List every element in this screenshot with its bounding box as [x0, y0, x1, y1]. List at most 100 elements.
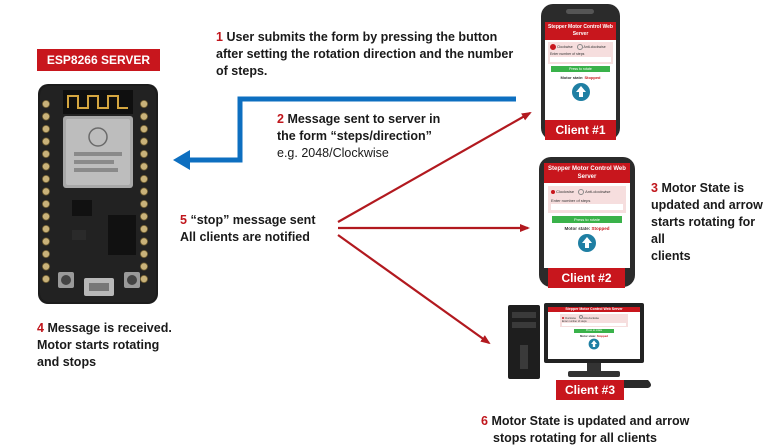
board-pin: [42, 112, 51, 121]
client-1-app-title: Stepper Motor Control Web Server: [545, 22, 616, 40]
step-1-number: 1: [216, 30, 223, 44]
step-1-line-3: of steps.: [216, 64, 268, 78]
step-3-line-3: starts rotating for all: [651, 215, 756, 246]
client-2-radio-cw[interactable]: [551, 190, 555, 194]
step-2-line-1: Message sent to server in: [287, 112, 441, 126]
client-2-radio-ccw[interactable]: [578, 189, 585, 195]
step-2-line-2: the form “steps/direction”: [277, 129, 432, 143]
step-6-line-2: stops rotating for all clients: [493, 431, 657, 445]
client-3-app-title: Stepper Motor Control Web Server: [548, 307, 640, 312]
client-2-arrow-icon: [578, 234, 596, 252]
board-pin: [139, 174, 148, 183]
board-pin: [42, 212, 51, 221]
step-3-number: 3: [651, 181, 658, 195]
board-pin: [139, 137, 148, 146]
client-1-steps-input[interactable]: [550, 57, 611, 62]
client-3-cw-label: Clockwise: [564, 317, 576, 320]
arrow-to-client-1: [337, 112, 532, 223]
board-pin: [42, 187, 51, 196]
client-1-radio-ccw[interactable]: [576, 44, 583, 50]
client-2-label: Client #2: [548, 268, 625, 288]
board-pin: [139, 212, 148, 221]
board-pin: [139, 224, 148, 233]
board-pin: [139, 199, 148, 208]
esp8266-board-image: [38, 84, 158, 304]
step-3-line-2: updated and arrow: [651, 198, 763, 212]
board-pin: [139, 187, 148, 196]
client-2-ccw-label: Anti-clockwise: [585, 189, 611, 195]
client-3-motor-state-label: Motor state:: [580, 334, 597, 338]
step-4-line-3: and stops: [37, 355, 97, 369]
client-3-arrow-icon: [588, 338, 600, 350]
client-2-screen: Stepper Motor Control Web Server Clockwi…: [544, 163, 630, 268]
board-pin: [42, 224, 51, 233]
client-2-steps-label: Enter number of steps: [551, 198, 591, 203]
client-1-motor-state-label: Motor state:: [560, 75, 584, 80]
client-1-rotate-button[interactable]: Press to rotate: [551, 66, 610, 72]
client-3-ccw-label: Anti-clockwise: [583, 317, 600, 320]
client-1-steps-label: Enter number of steps: [550, 52, 585, 56]
board-pin: [42, 125, 51, 134]
step-3-line-4: clients: [651, 249, 691, 263]
client-2-rotate-button[interactable]: Press to rotate: [552, 216, 622, 223]
client-2-steps-input[interactable]: [551, 204, 623, 210]
board-pin: [42, 262, 51, 271]
step-4-text: 4 Message is received. Motor starts rota…: [37, 320, 207, 371]
board-pin: [139, 237, 148, 246]
step-5-text: 5 “stop” message sent All clients are no…: [180, 212, 340, 246]
arrow-to-server-head: [173, 150, 190, 170]
step-1-text: 1 User submits the form by pressing the …: [216, 29, 536, 80]
client-3-radio-ccw[interactable]: [578, 315, 583, 319]
board-pin: [42, 174, 51, 183]
client-3-rotate-button[interactable]: Press to rotate: [574, 329, 614, 333]
client-1-ccw-label: Anti-clockwise: [583, 44, 606, 49]
client-3-motor-state-value: Stopped: [596, 334, 608, 338]
step-2-number: 2: [277, 112, 284, 126]
client-3-label: Client #3: [556, 380, 624, 400]
client-2-cw-label: Clockwise: [556, 189, 575, 195]
step-4-line-2: Motor starts rotating: [37, 338, 160, 352]
step-5-number: 5: [180, 213, 187, 227]
client-1-screen: Stepper Motor Control Web Server Clockwi…: [545, 22, 616, 120]
board-pin: [42, 100, 51, 109]
board-pin: [42, 199, 51, 208]
board-pins-left: [42, 100, 51, 283]
step-4-number: 4: [37, 321, 44, 335]
step-2-text: 2 Message sent to server in the form “st…: [277, 111, 477, 162]
client-3-screen: Stepper Motor Control Web Server Clockwi…: [548, 307, 640, 359]
client-3-motor-state: Motor state: Stopped: [548, 334, 640, 338]
step-6-text: 6 Motor State is updated and arrow stops…: [481, 413, 751, 447]
step-1-line-2: after setting the rotation direction and…: [216, 47, 514, 61]
board-pin: [139, 100, 148, 109]
arrow-to-client-3: [337, 234, 491, 345]
board-pin: [42, 137, 51, 146]
step-5-line-2: All clients are notified: [180, 230, 310, 244]
board-pin: [42, 274, 51, 283]
board-pin: [139, 274, 148, 283]
client-1-radio-cw[interactable]: [550, 44, 556, 50]
client-3-form: Clockwise Anti-clockwise Enter number of…: [560, 314, 628, 327]
client-1-motor-state: Motor state: Stopped: [545, 75, 616, 80]
server-label: ESP8266 SERVER: [37, 49, 160, 71]
step-4-line-1: Message is received.: [47, 321, 172, 335]
board-pin: [42, 249, 51, 258]
board-pin: [139, 162, 148, 171]
board-pin: [139, 149, 148, 158]
client-3-radio-cw[interactable]: [562, 317, 564, 319]
arrow-to-server: [186, 96, 516, 163]
board-pin: [42, 237, 51, 246]
client-3-steps-input[interactable]: [562, 323, 626, 326]
board-pin: [42, 162, 51, 171]
client-2-motor-state-label: Motor state:: [564, 226, 591, 231]
step-6-number: 6: [481, 414, 488, 428]
client-1-motor-state-value: Stopped: [584, 75, 601, 80]
step-5-line-1: “stop” message sent: [190, 213, 316, 227]
step-2-line-3: e.g. 2048/Clockwise: [277, 146, 389, 160]
board-pins-right: [139, 100, 148, 283]
client-1-arrow-icon: [571, 83, 590, 101]
board-pin: [139, 262, 148, 271]
board-pin: [42, 149, 51, 158]
step-3-text: 3 Motor State is updated and arrow start…: [651, 180, 766, 265]
client-3-steps-label: Enter number of steps: [562, 320, 587, 323]
